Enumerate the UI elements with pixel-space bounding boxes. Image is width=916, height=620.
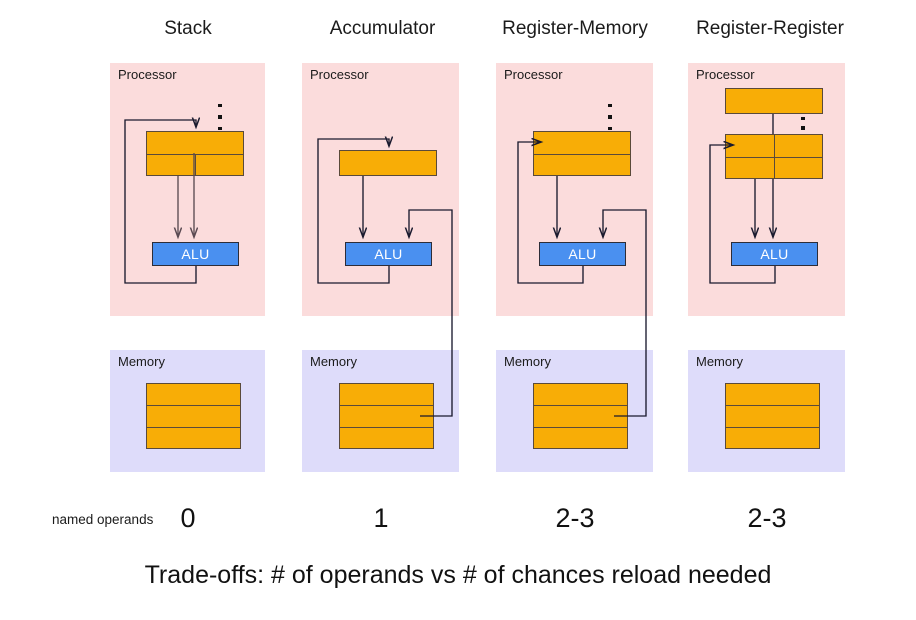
processor-panel-stack: Processor (110, 63, 265, 316)
operand-count-register-memory: 2-3 (555, 503, 595, 533)
operand-count-stack: 0 (180, 503, 196, 533)
memory-cells-register-register (725, 383, 820, 449)
tradeoffs-caption: Trade-offs: # of operands vs # of chance… (144, 561, 772, 589)
vertical-ellipsis-icon-register-memory (608, 104, 612, 130)
column-title-register-register: Register-Register (696, 18, 844, 39)
column-title-stack: Stack (164, 18, 212, 39)
alu-box-accumulator: ALU (345, 242, 432, 266)
vertical-ellipsis-icon-stack (218, 104, 222, 130)
processor-panel-label-register-memory: Processor (504, 67, 563, 82)
alu-box-register-register: ALU (731, 242, 818, 266)
operand-count-accumulator: 1 (373, 503, 389, 533)
processor-panel-label-register-register: Processor (696, 67, 755, 82)
memory-cells-accumulator (339, 383, 434, 449)
register-file-stack (146, 131, 244, 176)
operand-count-register-register: 2-3 (747, 503, 787, 533)
alu-box-stack: ALU (152, 242, 239, 266)
memory-panel-label-stack: Memory (118, 354, 165, 369)
processor-panel-register-memory: Processor (496, 63, 653, 316)
register-file-register-register (725, 134, 823, 179)
memory-panel-label-accumulator: Memory (310, 354, 357, 369)
processor-panel-accumulator: Processor (302, 63, 459, 316)
memory-cells-stack (146, 383, 241, 449)
processor-panel-label-accumulator: Processor (310, 67, 369, 82)
memory-cells-register-memory (533, 383, 628, 449)
memory-panel-label-register-memory: Memory (504, 354, 551, 369)
top-register-register-register (725, 88, 823, 114)
accumulator-register-accumulator (339, 150, 437, 176)
alu-box-register-memory: ALU (539, 242, 626, 266)
memory-panel-label-register-register: Memory (696, 354, 743, 369)
named-operands-label: named operands (52, 512, 154, 527)
column-title-register-memory: Register-Memory (502, 18, 648, 39)
column-title-accumulator: Accumulator (329, 18, 436, 39)
processor-panel-label-stack: Processor (118, 67, 177, 82)
register-file-register-memory (533, 131, 631, 176)
